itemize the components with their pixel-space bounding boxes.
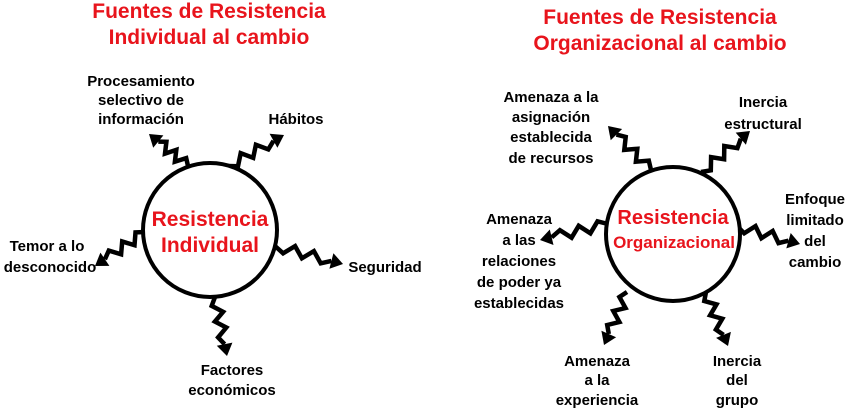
svg-text:limitado: limitado <box>786 212 844 229</box>
arrow-head-procesamiento <box>149 134 164 148</box>
bolt-arrows <box>95 126 800 356</box>
bolt-line-temor <box>102 229 146 261</box>
individual-title-line-2: Individual al cambio <box>109 26 310 49</box>
arrow-head-experiencia <box>601 330 617 345</box>
label-factores: Factores económicos <box>188 362 276 399</box>
svg-text:Amenaza a la: Amenaza a la <box>503 89 599 106</box>
label-inercia-grupo: Inercia del grupo <box>713 353 762 409</box>
svg-text:asignación: asignación <box>512 109 590 126</box>
arrow-head-temor <box>95 252 110 266</box>
svg-text:a las: a las <box>502 232 535 249</box>
label-enfoque: Enfoque limitado del cambio <box>785 191 845 271</box>
svg-text:Factores: Factores <box>201 362 264 379</box>
arrow-head-enfoque <box>786 233 800 249</box>
arrow-head-asignacion <box>608 126 623 141</box>
svg-text:grupo: grupo <box>716 392 759 409</box>
bolt-line-inercia-estructural <box>700 137 743 175</box>
bolt-line-relaciones <box>550 218 609 241</box>
organizational-center-line-1: Resistencia <box>617 207 729 229</box>
svg-text:Inercia: Inercia <box>739 94 788 111</box>
bolt-line-asignacion <box>615 132 654 171</box>
svg-text:de recursos: de recursos <box>508 150 593 167</box>
svg-text:Amenaza: Amenaza <box>486 211 553 228</box>
svg-text:cambio: cambio <box>789 254 842 271</box>
svg-text:Enfoque: Enfoque <box>785 191 845 208</box>
label-relaciones: Amenaza a las relaciones de poder ya est… <box>474 211 564 312</box>
bolt-line-experiencia <box>604 290 629 335</box>
organizational-center-line-2: Organizacional <box>613 233 735 252</box>
arrow-head-factores <box>216 342 233 356</box>
label-experiencia: Amenaza a la experiencia <box>556 353 639 409</box>
svg-text:selectivo de: selectivo de <box>98 92 184 109</box>
svg-text:Temor a lo: Temor a lo <box>10 238 85 255</box>
arrow-head-inercia-estructural <box>735 131 750 145</box>
label-asignacion: Amenaza a la asignación establecida de r… <box>503 89 599 167</box>
svg-text:Inercia: Inercia <box>713 353 762 370</box>
bolt-line-enfoque <box>735 222 790 246</box>
bolt-line-habitos <box>227 139 276 169</box>
svg-text:del: del <box>726 372 748 389</box>
bolt-line-procesamiento <box>158 139 191 167</box>
svg-text:a la: a la <box>584 372 610 389</box>
svg-text:Procesamiento: Procesamiento <box>87 73 195 90</box>
label-procesamiento: Procesamiento selectivo de información <box>87 73 195 128</box>
label-inercia-estructural: Inercia estructural <box>724 94 802 133</box>
svg-text:del: del <box>804 233 826 250</box>
bolt-line-inercia-grupo <box>701 291 726 337</box>
organizational-title-line-1: Fuentes de Resistencia <box>543 6 777 29</box>
organizational-center-circle <box>604 165 742 303</box>
svg-text:relaciones: relaciones <box>482 253 556 270</box>
individual-diagram: Fuentes de Resistencia Individual al cam… <box>4 0 422 399</box>
individual-title-line-1: Fuentes de Resistencia <box>92 0 326 23</box>
svg-text:económicos: económicos <box>188 382 276 399</box>
arrow-head-seguridad <box>329 253 343 269</box>
individual-center-line-1: Resistencia <box>152 208 269 231</box>
svg-text:Seguridad: Seguridad <box>348 259 421 276</box>
svg-text:información: información <box>98 111 184 128</box>
svg-text:Amenaza: Amenaza <box>564 353 631 370</box>
svg-text:establecida: establecida <box>510 129 592 146</box>
svg-text:de poder ya: de poder ya <box>477 274 562 291</box>
individual-center-line-2: Individual <box>161 234 259 257</box>
organizational-title-line-2: Organizacional al cambio <box>533 32 786 55</box>
label-seguridad: Seguridad <box>348 259 421 276</box>
label-habitos: Hábitos <box>268 111 323 128</box>
arrow-head-habitos <box>269 133 284 148</box>
svg-text:estructural: estructural <box>724 116 802 133</box>
organizational-diagram: Fuentes de Resistencia Organizacional al… <box>474 6 845 409</box>
svg-text:experiencia: experiencia <box>556 392 639 409</box>
bolt-line-factores <box>208 296 230 346</box>
arrow-head-inercia-grupo <box>716 331 731 346</box>
arrow-head-relaciones <box>540 229 554 245</box>
individual-center-circle <box>141 161 279 299</box>
svg-text:establecidas: establecidas <box>474 295 564 312</box>
label-temor: Temor a lo desconocido <box>4 238 97 276</box>
bolt-line-seguridad <box>273 242 332 266</box>
svg-text:desconocido: desconocido <box>4 259 97 276</box>
svg-text:Hábitos: Hábitos <box>268 111 323 128</box>
